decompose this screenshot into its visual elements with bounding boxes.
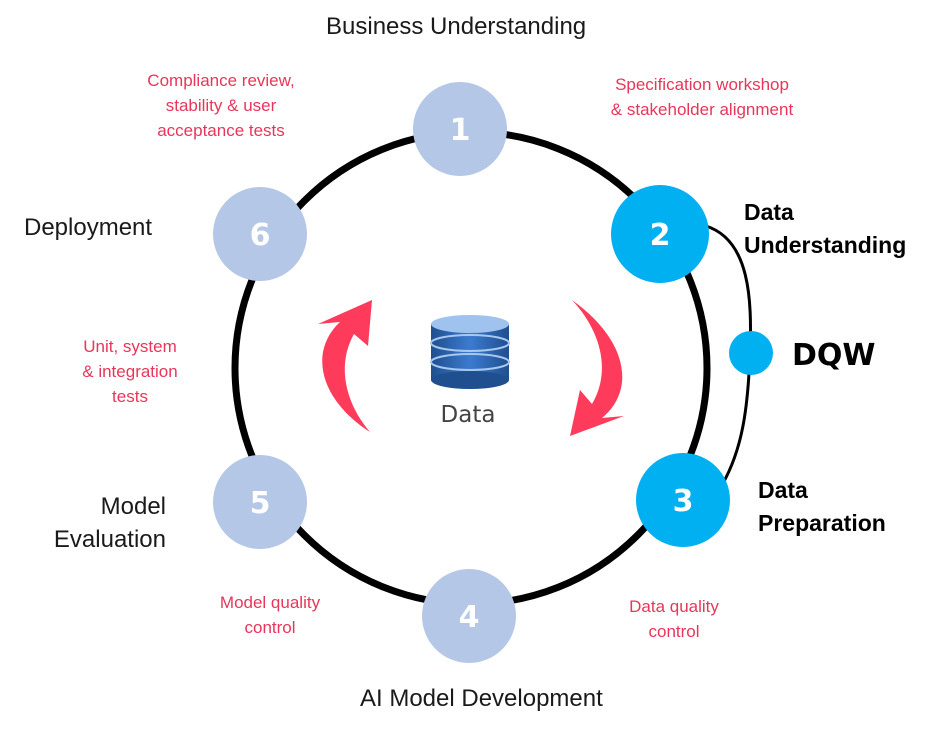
step-node-1[interactable]	[413, 82, 507, 176]
phase-label-3: Data Preparation	[758, 477, 886, 536]
step-node-5[interactable]	[213, 455, 307, 549]
step-number-1: 1	[450, 113, 471, 148]
dqw-node[interactable]	[729, 331, 773, 375]
cycle-arrow-right	[570, 300, 624, 436]
note-step-3: Data quality control	[629, 597, 719, 641]
cycle-arrow-left	[318, 300, 372, 432]
step-number-2: 2	[650, 218, 671, 253]
step-number-5: 5	[250, 486, 271, 521]
center-data-label: Data	[441, 402, 496, 428]
dqw-label: DQW	[792, 338, 876, 373]
step-node-6[interactable]	[213, 187, 307, 281]
step-number-4: 4	[459, 600, 480, 635]
step-number-6: 6	[250, 218, 271, 253]
phase-label-2: Data Understanding	[744, 199, 907, 258]
note-step-5: Unit, system & integration tests	[82, 337, 178, 406]
step-node-4[interactable]	[422, 569, 516, 663]
phase-label-6: Deployment	[24, 214, 153, 241]
phase-label-1: Business Understanding	[326, 13, 587, 40]
step-number-3: 3	[673, 484, 694, 519]
step-node-3[interactable]	[636, 453, 730, 547]
note-step-4: Model quality control	[219, 593, 321, 637]
phase-label-5: Model Evaluation	[53, 493, 166, 553]
note-step-6: Compliance review, stability & user acce…	[147, 71, 295, 140]
step-node-2[interactable]	[611, 185, 709, 283]
phase-label-4: AI Model Development	[360, 685, 603, 712]
database-icon	[430, 315, 510, 389]
note-step-1: Specification workshop & stakeholder ali…	[610, 75, 794, 119]
